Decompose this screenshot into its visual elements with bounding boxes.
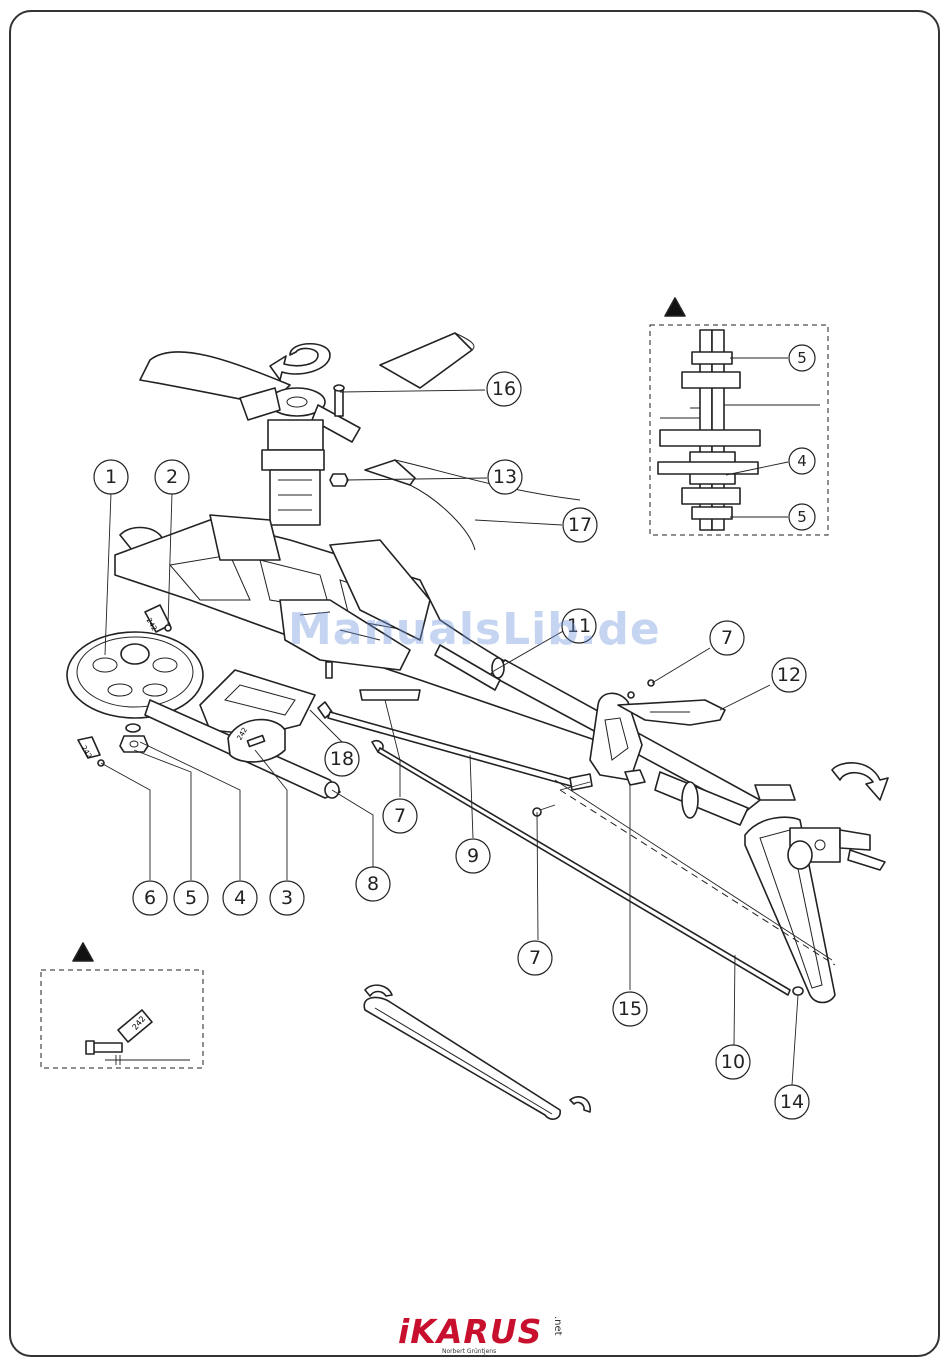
brand-logo: iKARUS .net Norbert Grüntjens [390,1310,580,1360]
svg-text:12: 12 [777,664,801,686]
callout-7-fin: 7 [710,621,744,655]
callout-10: 10 [716,1045,750,1079]
callout-18: 18 [325,742,359,776]
callout-1: 1 [94,460,128,494]
callout-6: 6 [133,881,167,915]
bearing-detail [650,298,828,535]
callout-5: 5 [174,881,208,915]
svg-text:13: 13 [493,466,517,488]
main-rotor-blade-right [365,333,580,550]
callout-2: 2 [155,460,189,494]
svg-text:18: 18 [330,748,354,770]
detail-callout-4: 4 [789,448,815,474]
detail-callout-5-bottom: 5 [789,504,815,530]
svg-text:9: 9 [467,845,479,867]
svg-text:5: 5 [797,349,807,367]
bearing-parts [78,724,148,766]
svg-text:1: 1 [105,466,117,488]
callout-4: 4 [223,881,257,915]
brand-name: iKARUS [398,1312,542,1351]
watermark-text: ManualsLib.de [288,604,661,655]
svg-text:15: 15 [618,998,642,1020]
brand-tagline: Norbert Grüntjens [442,1348,496,1355]
callout-7-clamp: 7 [518,941,552,975]
svg-text:2: 2 [166,466,178,488]
svg-text:4: 4 [797,452,807,470]
svg-text:7: 7 [394,805,406,827]
svg-text:8: 8 [367,873,379,895]
callout-13: 13 [488,460,522,494]
callout-9: 9 [456,839,490,873]
svg-text:7: 7 [529,947,541,969]
main-pulley [67,632,203,718]
callout-8: 8 [356,867,390,901]
callout-15: 15 [613,992,647,1026]
svg-text:5: 5 [797,508,807,526]
svg-text:14: 14 [780,1091,804,1113]
threadlock-detail [41,943,203,1068]
callout-17: 17 [563,508,597,542]
tail-rotation-arrow-icon [832,763,888,800]
svg-text:5: 5 [185,887,197,909]
svg-text:17: 17 [568,514,592,536]
callout-14: 14 [775,1085,809,1119]
tail-push-rod [328,712,790,995]
callout-12: 12 [772,658,806,692]
svg-text:10: 10 [721,1051,745,1073]
brand-suffix: .net [552,1316,563,1336]
svg-text:7: 7 [721,627,733,649]
svg-text:3: 3 [281,887,293,909]
callout-7-frame: 7 [383,799,417,833]
callout-16: 16 [487,372,521,406]
svg-text:6: 6 [144,887,156,909]
detail-callout-5-top: 5 [789,345,815,371]
tail-belt [364,985,590,1119]
svg-text:16: 16 [492,378,516,400]
rotation-arrow-icon [270,344,330,380]
callout-3: 3 [270,881,304,915]
svg-text:4: 4 [234,887,246,909]
